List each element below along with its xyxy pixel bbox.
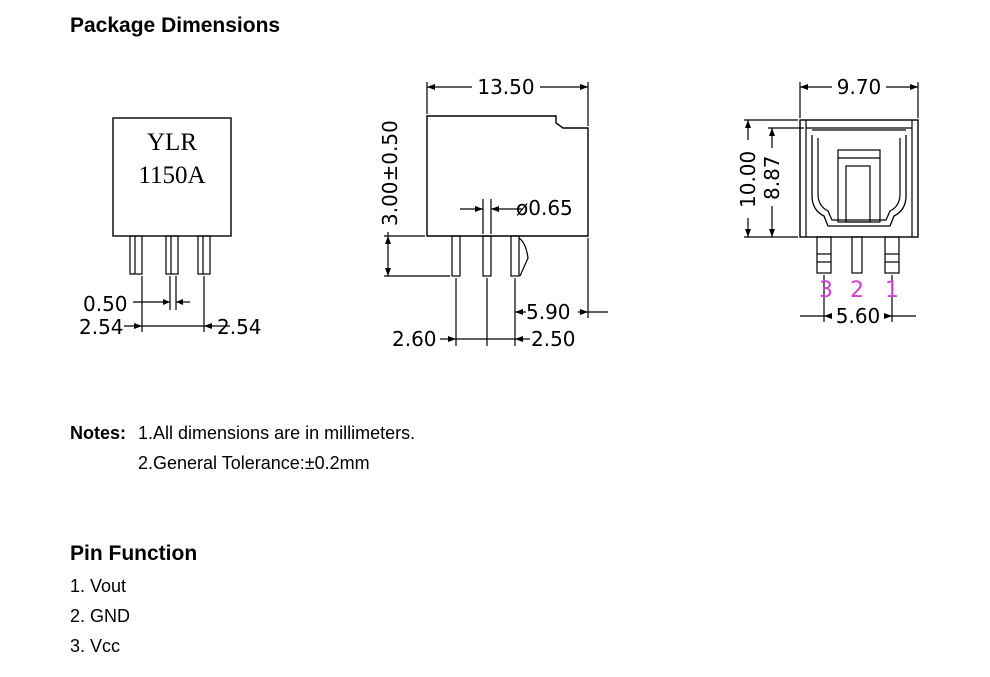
dim-pin-width: 0.50 [83, 292, 128, 316]
marking-line-1: YLR [147, 129, 197, 156]
dim-height: 3.00±0.50 [378, 120, 402, 226]
dim-pitch-left: 2.54 [79, 315, 124, 339]
pin-function-item: 2. GND [70, 606, 131, 626]
side-view [384, 82, 608, 346]
pin-label-3: 3 [819, 278, 833, 303]
dim-pin-span: 5.60 [836, 304, 881, 328]
end-view [744, 82, 919, 322]
dim-pin-pitch: 2.50 [531, 327, 576, 351]
note-item: 2.General Tolerance:±0.2mm [138, 453, 370, 473]
dim-length: 13.50 [477, 75, 534, 99]
dim-body-height: 8.87 [760, 155, 784, 200]
pin-label-2: 2 [850, 278, 864, 303]
pin-function-title: Pin Function [70, 542, 198, 565]
dim-total-height: 10.00 [736, 151, 760, 208]
dim-pin-offset: 2.60 [392, 327, 437, 351]
pin-label-1: 1 [885, 278, 899, 303]
dim-width: 9.70 [837, 75, 882, 99]
dim-rear: 5.90 [526, 300, 571, 324]
marking-line-2: 1150A [138, 162, 205, 189]
note-item: 1.All dimensions are in millimeters. [138, 423, 416, 443]
pin-function-item: 1. Vout [70, 576, 127, 596]
dim-pitch-right: 2.54 [217, 315, 262, 339]
notes-label: Notes: [70, 423, 127, 443]
dim-hole: ø0.65 [516, 196, 573, 220]
page-title: Package Dimensions [70, 14, 281, 37]
front-view [112, 117, 232, 332]
pin-function-item: 3. Vcc [70, 636, 121, 656]
